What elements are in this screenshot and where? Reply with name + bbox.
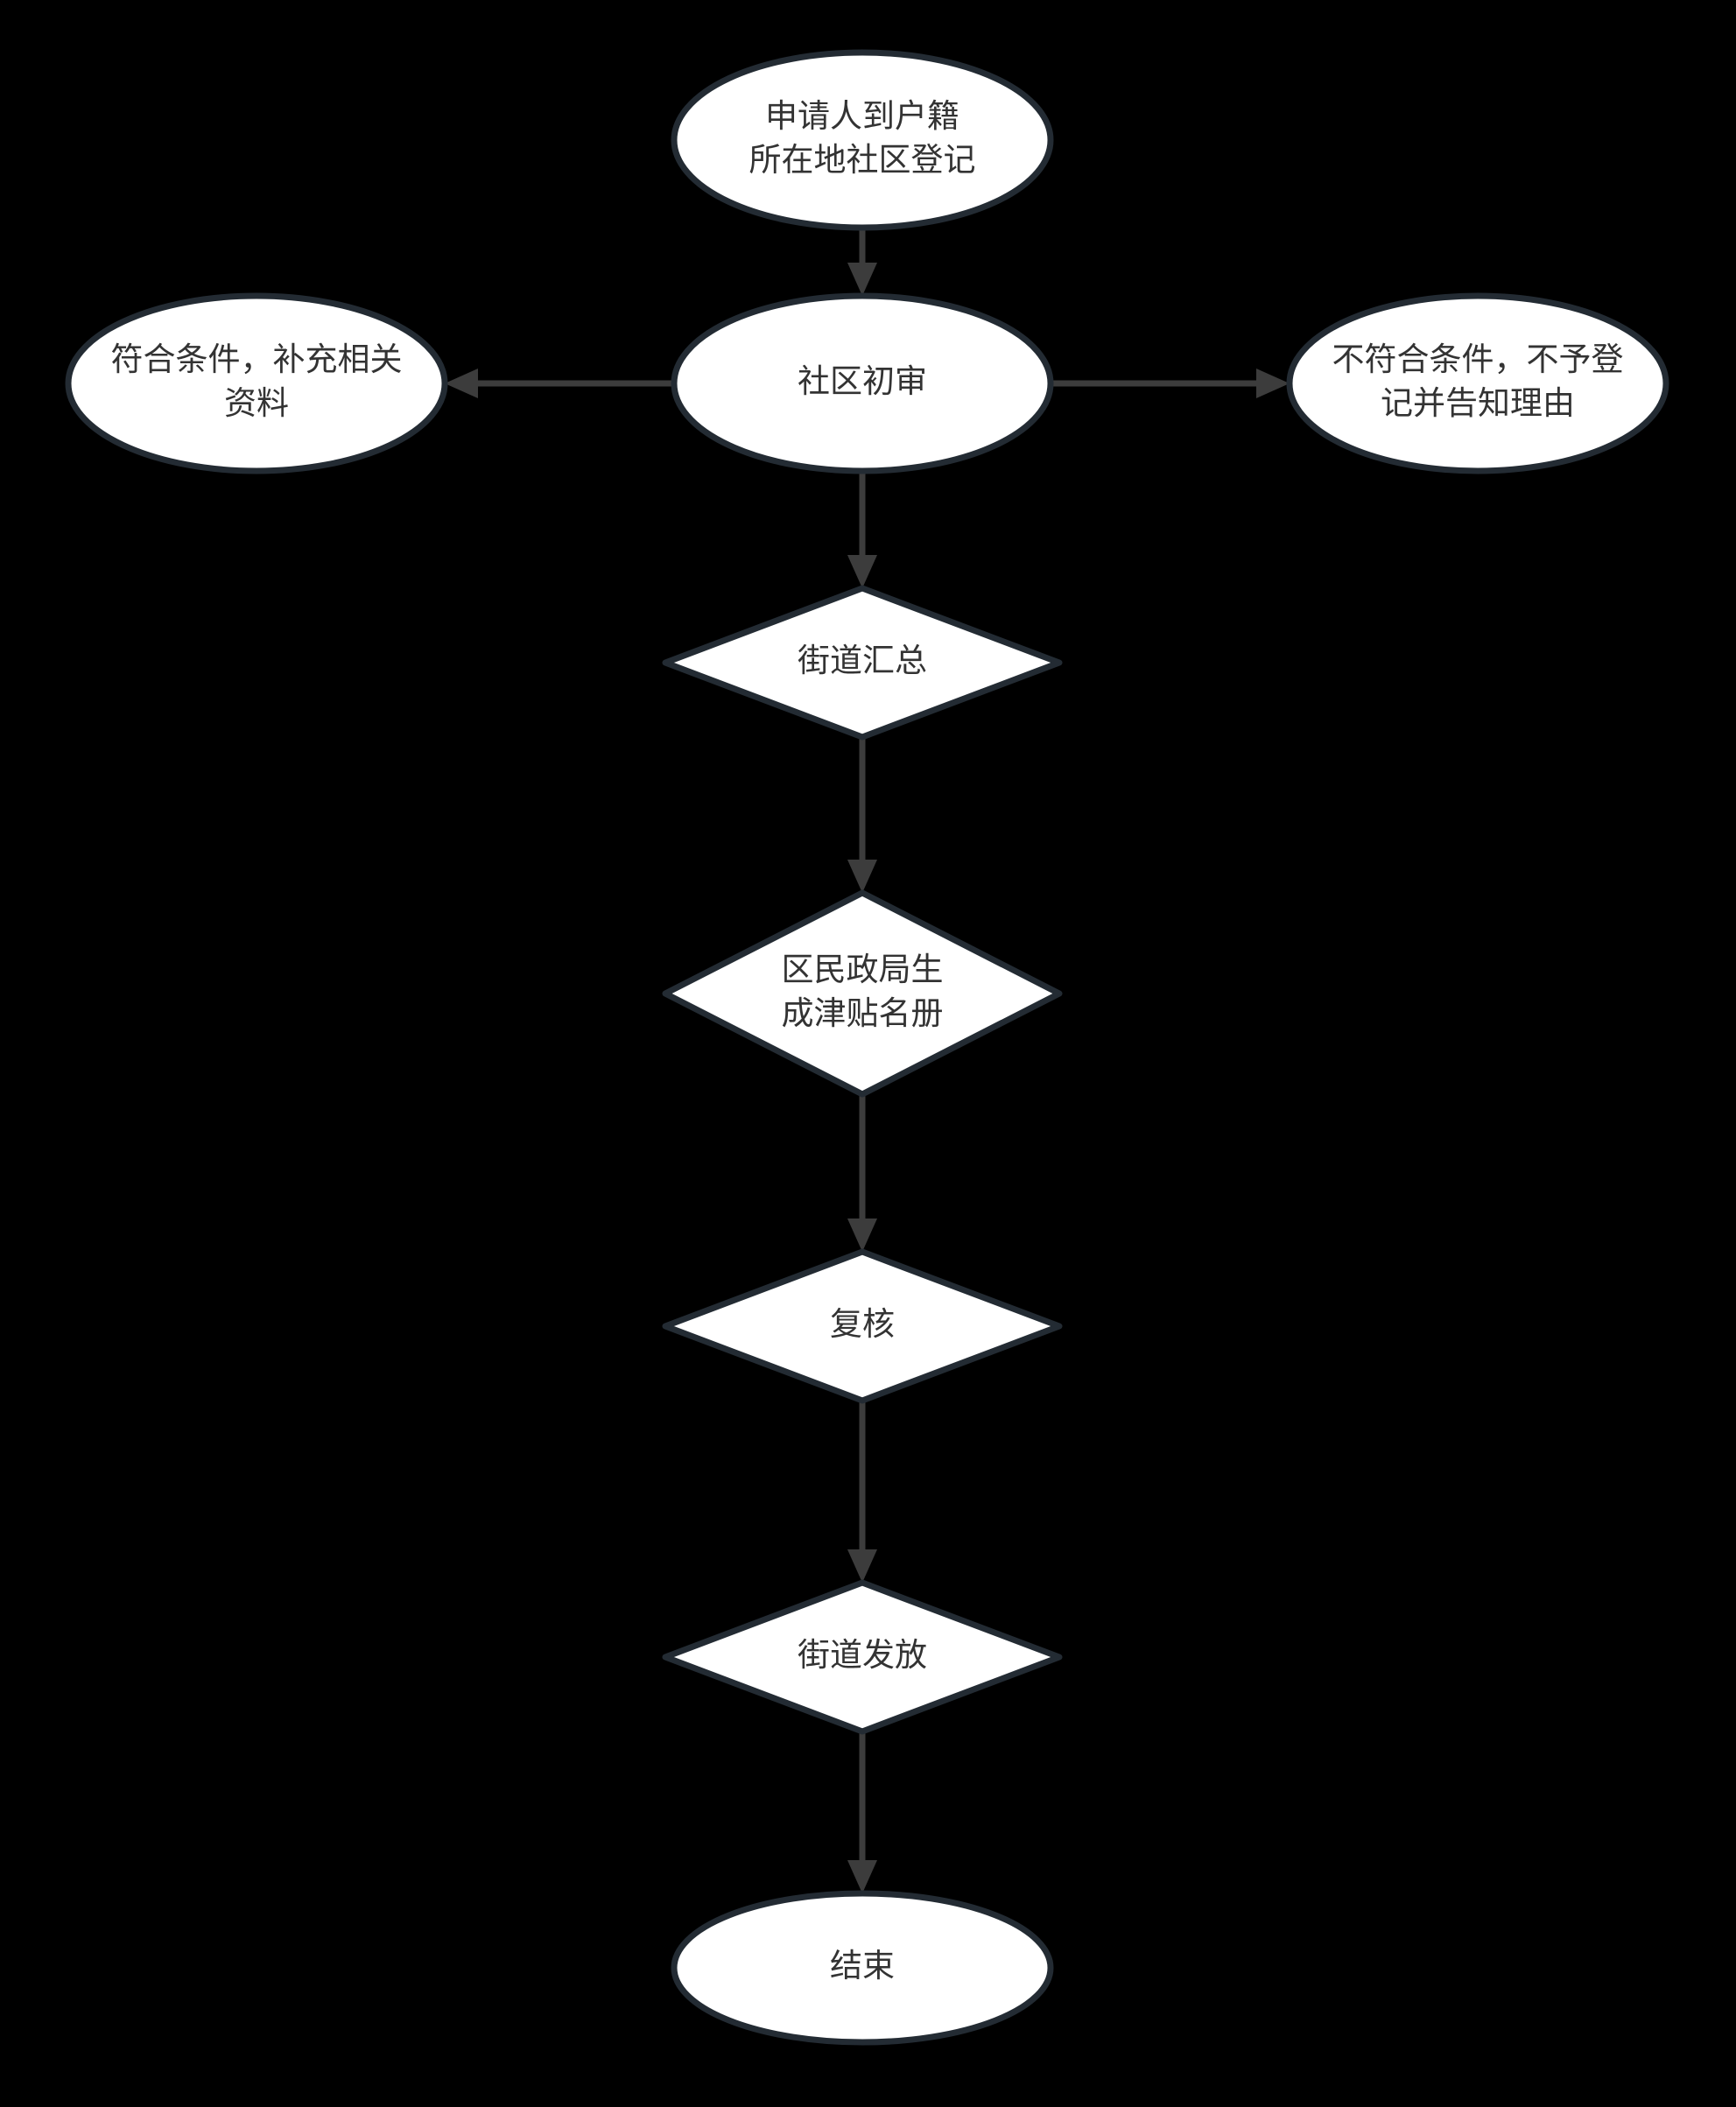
node-start[interactable]: 申请人到户籍所在地社区登记 bbox=[671, 49, 1054, 231]
node-label: 符合条件，补充相关资料 bbox=[111, 341, 403, 421]
node-label: 街道汇总 bbox=[798, 643, 927, 678]
arrowhead-down bbox=[847, 1549, 877, 1583]
ellipse-shape[interactable] bbox=[671, 292, 1054, 474]
arrowhead-left bbox=[445, 369, 478, 398]
diamond-shape[interactable] bbox=[662, 1579, 1063, 1735]
ellipse-shape[interactable] bbox=[671, 49, 1054, 231]
edge-district-roster-to-recheck bbox=[847, 1094, 877, 1252]
arrowhead-down bbox=[847, 555, 877, 588]
node-label: 社区初审 bbox=[798, 363, 927, 399]
ellipse-shape[interactable] bbox=[1286, 292, 1669, 474]
arrowhead-down bbox=[847, 860, 877, 893]
node-label: 申请人到户籍所在地社区登记 bbox=[749, 98, 976, 178]
node-recheck[interactable]: 复核 bbox=[662, 1248, 1063, 1404]
node-not_eligible[interactable]: 不符合条件，不予登记并告知理由 bbox=[1286, 292, 1669, 474]
ellipse-shape[interactable] bbox=[65, 292, 448, 474]
diamond-shape[interactable] bbox=[662, 585, 1063, 741]
arrowhead-down bbox=[847, 1219, 877, 1252]
node-label: 不符合条件，不予登记并告知理由 bbox=[1332, 341, 1624, 421]
edge-start-to-community bbox=[847, 228, 877, 296]
edge-community-to-not-eligible bbox=[1051, 369, 1290, 398]
edge-street-summary-to-district-roster bbox=[847, 737, 877, 893]
arrowhead-right bbox=[1256, 369, 1290, 398]
edge-recheck-to-street-issue bbox=[847, 1401, 877, 1583]
node-street_issue[interactable]: 街道发放 bbox=[662, 1579, 1063, 1735]
ellipse-shape[interactable] bbox=[671, 1890, 1054, 2046]
node-end[interactable]: 结束 bbox=[671, 1890, 1054, 2046]
edge-community-to-street-summary bbox=[847, 471, 877, 588]
edge-street-issue-to-end bbox=[847, 1731, 877, 1893]
diamond-shape[interactable] bbox=[662, 1248, 1063, 1404]
arrowhead-down bbox=[847, 263, 877, 296]
node-label: 区民政局生成津贴名册 bbox=[782, 952, 944, 1031]
diamond-shape[interactable] bbox=[662, 889, 1063, 1098]
node-community_review[interactable]: 社区初审 bbox=[671, 292, 1054, 474]
node-street_summary[interactable]: 街道汇总 bbox=[662, 585, 1063, 741]
node-eligible[interactable]: 符合条件，补充相关资料 bbox=[65, 292, 448, 474]
node-label: 复核 bbox=[830, 1306, 895, 1342]
edge-layer bbox=[445, 228, 1290, 1893]
arrowhead-down bbox=[847, 1860, 877, 1893]
node-district_roster[interactable]: 区民政局生成津贴名册 bbox=[662, 889, 1063, 1098]
node-label: 街道发放 bbox=[798, 1637, 927, 1673]
node-label: 结束 bbox=[830, 1948, 895, 1984]
edge-community-to-eligible bbox=[445, 369, 674, 398]
